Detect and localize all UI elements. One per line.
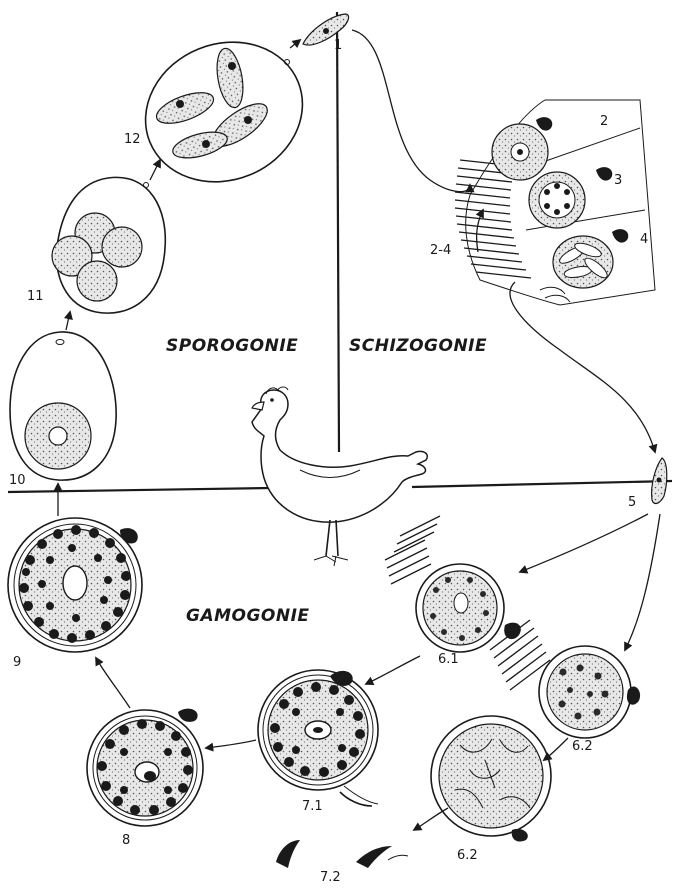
label-stage-10: 10: [9, 473, 26, 488]
stage-7-2-microgametes: [276, 840, 408, 868]
horizontal-divider-right: [412, 481, 672, 487]
stage-10-unsporulated-oocyst: [10, 332, 116, 480]
horizontal-divider-left: [8, 488, 270, 492]
label-stage-3: 3: [614, 173, 622, 188]
arrow-2-4-loop: [477, 210, 483, 252]
label-stage-6-1: 6.1: [438, 652, 459, 667]
arrow-1-to-2: [352, 30, 470, 192]
label-stage-1: 1: [334, 38, 342, 53]
stage-11-sporulating-oocyst: [52, 177, 165, 313]
phase-title-schizogonie: SCHIZOGONIE: [349, 336, 487, 356]
label-stage-8: 8: [122, 833, 130, 848]
stage-9-zygote: [8, 518, 142, 652]
label-stage-11: 11: [27, 289, 44, 304]
label-stage-2-4: 2-4: [430, 243, 451, 258]
arrow-11-to-12: [150, 160, 160, 180]
phase-title-sporogonie: SPOROGONIE: [166, 336, 298, 356]
arrow-12-to-1: [290, 40, 300, 48]
label-stage-7-1: 7.1: [302, 799, 323, 814]
stage-6-2-schizont-lower: [431, 716, 551, 842]
arrow-5-to-6-2: [625, 514, 660, 650]
label-stage-6-2-lower: 6.2: [457, 848, 478, 863]
arrow-6-2-to-7-2: [414, 808, 448, 830]
stage-7-1-macrogamont: [258, 670, 378, 806]
stages-2-4-epithelium: [455, 100, 655, 305]
label-stage-9: 9: [13, 655, 21, 670]
arrow-5-to-6-1: [520, 514, 648, 572]
vertical-divider: [337, 12, 339, 452]
arrow-6-2-to-6-2: [544, 738, 568, 760]
label-stage-6-2-upper: 6.2: [572, 739, 593, 754]
arrow-8-to-9: [96, 658, 130, 708]
label-stage-4: 4: [640, 232, 648, 247]
stage-12-sporulated-oocyst: [124, 19, 323, 205]
arrow-10-to-11: [66, 312, 70, 330]
arrow-7-1-to-8: [206, 740, 256, 748]
arrow-4-to-5: [510, 282, 655, 452]
label-stage-2: 2: [600, 114, 608, 129]
stage-8-macrogamete: [87, 709, 203, 826]
stage-6-1-schizont: [385, 516, 521, 652]
label-stage-5: 5: [628, 495, 636, 510]
label-stage-12: 12: [124, 132, 141, 147]
label-stage-7-2: 7.2: [320, 870, 341, 885]
arrow-6-1-to-7-1: [366, 656, 420, 684]
phase-title-gamogonie: GAMOGONIE: [186, 606, 310, 626]
stage-5-merozoite: [652, 458, 667, 503]
